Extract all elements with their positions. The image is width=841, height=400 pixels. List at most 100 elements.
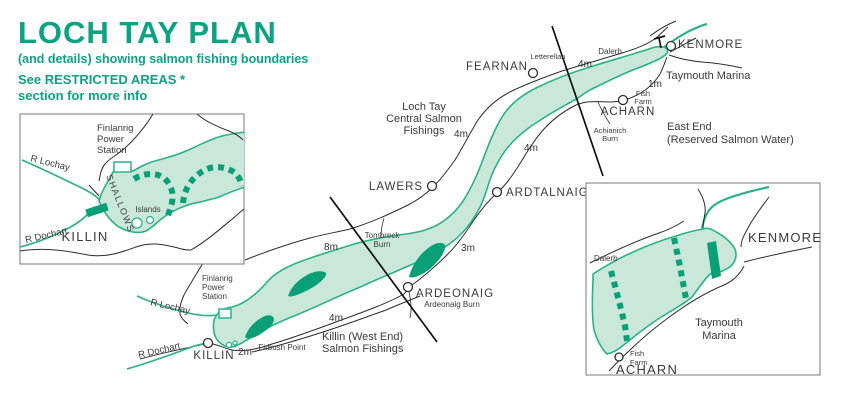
inset-killin-land-line-south [20, 243, 192, 257]
tombreck-burn-label-line2: Burn [374, 240, 391, 249]
inset-river-dochart [20, 211, 91, 248]
depth-3m: 3m [461, 243, 475, 254]
ardeonaig-label: ARDEONAIG [416, 288, 494, 300]
page-title: LOCH TAY PLAN [18, 15, 277, 50]
river-lochay-label: R Lochay [149, 297, 191, 317]
depth-4m-west: 4m [329, 313, 343, 324]
achianich-burn-label-line2: Burn [602, 134, 618, 143]
dalerb-label: Dalerb [598, 47, 622, 56]
fearnan-label: FEARNAN [466, 61, 528, 73]
inset-acharn-label: ACHARN [616, 362, 678, 377]
acharn-marker [617, 94, 629, 106]
boundary-line-west-central [329, 196, 438, 343]
firbush-point-label: Firbush Point [258, 343, 306, 352]
letterellan-label: Letterellan [530, 52, 565, 61]
depth-4m-east: 4m [578, 59, 592, 70]
inset-taymouth-label-line2: Marina [702, 330, 737, 342]
inset-killin-land-line-se [190, 208, 244, 251]
inset-killin-dashed-limit-outer [180, 164, 244, 204]
acharn-label: ACHARN [601, 106, 656, 118]
inset-kenmore-label: KENMORE [748, 230, 822, 245]
inset-killin-dashed-limit-inner [132, 171, 176, 219]
achianich-burn-label-line1: Achianich [594, 126, 627, 135]
inset-kenmore-water [591, 227, 737, 355]
achianich-burn-line [597, 101, 611, 125]
south-road-line [251, 295, 421, 353]
east-end-line2: (Reserved Salmon Water) [667, 134, 794, 146]
inset-kenmore: Dalerb KENMORE Taymouth Marina Fish Farm… [585, 182, 822, 377]
inset-killin: Finlanrig Power Station R Lochay R Docha… [19, 113, 245, 265]
taymouth-marina-label: Taymouth Marina [666, 70, 751, 82]
inset-killin-land-line-nw [98, 114, 154, 182]
fearnan-marker [527, 67, 539, 79]
islet-small-2 [232, 340, 238, 346]
depth-1m: 1m [648, 79, 662, 90]
boundary-line-east-end [551, 25, 604, 177]
west-end-fishings-line2: Salmon Fishings [322, 343, 404, 355]
restricted-area-ardeonaig [409, 242, 446, 278]
east-end-line1: East End [667, 121, 712, 133]
inset-kenmore-dashed-limit-mid [671, 237, 689, 300]
lawers-label: LAWERS [369, 181, 423, 193]
central-fishings-line2: Central Salmon [386, 113, 462, 125]
ardeonaig-marker [402, 281, 414, 293]
inset-kenmore-river-bank-west [697, 188, 706, 229]
inset-kenmore-river-bank-east [740, 196, 770, 248]
killin-marker [202, 337, 214, 349]
inset-fish-farm-label-line1: Fish [630, 349, 644, 358]
depth-4m-bend-east: 4m [524, 143, 538, 154]
depth-2m: 2m [238, 347, 252, 358]
ardtalnaig-marker [491, 186, 503, 198]
west-end-fishings-line1: Killin (West End) [322, 331, 403, 343]
north-shoreline [244, 26, 669, 261]
restricted-note-line2: section for more info [18, 88, 147, 103]
central-fishings-line1: Loch Tay [402, 101, 446, 113]
inset-power-label-line2: Power [97, 134, 124, 145]
tay-river-upper-bank [649, 20, 677, 37]
west-land-line [179, 257, 207, 325]
lawers-marker [426, 180, 438, 192]
islet-small-1 [225, 341, 233, 349]
header-block: LOCH TAY PLAN (and details) showing salm… [18, 15, 308, 103]
inset-power-label-line1: Finlanrig [97, 123, 133, 134]
restricted-area-mid-west [288, 271, 327, 297]
river-lochay [136, 295, 218, 317]
central-fishings-line3: Fishings [404, 125, 445, 137]
power-station-label-line1: Finlanrig [202, 274, 233, 283]
inset-killin-channel-mark [88, 184, 100, 197]
inset-killin-land-line-ne [196, 114, 244, 141]
kenmore-label: KENMORE [678, 39, 743, 51]
inset-taymouth-label-line1: Taymouth [695, 317, 743, 329]
inset-kenmore-restricted-bar [707, 241, 721, 279]
inset-river-tay [700, 185, 770, 231]
kenmore-marker [665, 40, 677, 52]
inset-island-large [131, 217, 143, 229]
power-station-symbol [218, 308, 232, 319]
fish-farm-label-line2: Farm [634, 97, 652, 106]
power-station-label-line2: Power [202, 283, 225, 292]
south-shoreline [139, 56, 668, 360]
inset-fish-farm-label-line2: Farm [630, 358, 648, 367]
inset-power-label-line3: Station [97, 145, 127, 156]
tombreck-burn-label-line1: Tombreck [365, 231, 401, 240]
page-subtitle: (and details) showing salmon fishing bou… [18, 52, 308, 66]
inset-killin-label: KILLIN [62, 229, 109, 244]
main-map: FEARNAN KENMORE ACHARN LAWERS ARDTALNAIG… [126, 20, 794, 370]
depth-4m-bend-west: 4m [454, 129, 468, 140]
inset-river-lochay [21, 159, 101, 201]
river-dochart [126, 342, 208, 370]
restricted-area-killin [245, 315, 274, 339]
depth-8m: 8m [324, 242, 338, 253]
inset-killin-pier [85, 202, 109, 218]
ardtalnaig-label: ARDTALNAIG [506, 187, 589, 199]
inset-kenmore-land-line-nw [589, 220, 685, 264]
ardeonaig-burn-label: Ardeonaig Burn [424, 300, 480, 309]
east-road-line [668, 54, 743, 69]
kenmore-dam-tick [653, 35, 666, 49]
restricted-note-line1: See RESTRICTED AREAS * [18, 72, 186, 87]
fish-farm-label-line1: Fish [636, 89, 650, 98]
inset-dalerb-label: Dalerb [594, 254, 618, 263]
inset-fish-farm-marker [614, 352, 624, 362]
